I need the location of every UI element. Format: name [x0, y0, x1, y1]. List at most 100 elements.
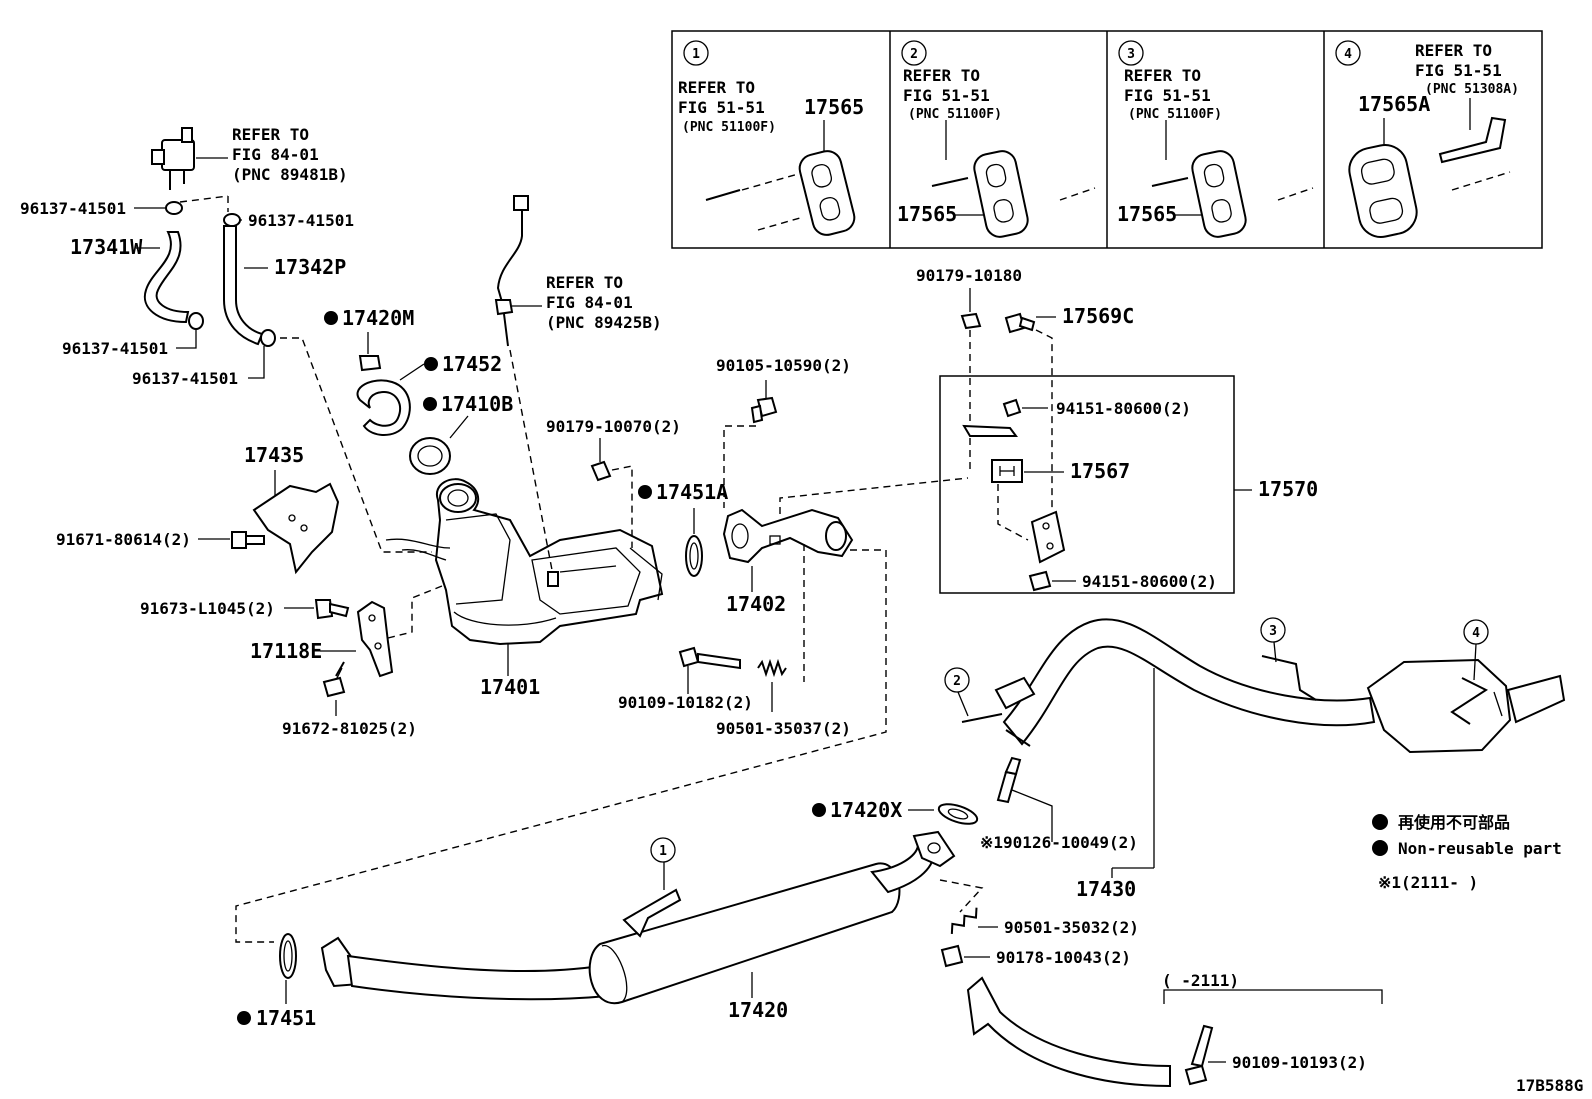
refer-fig-text: FIG 51-51 [1415, 61, 1502, 80]
catalytic-converter-17401 [434, 478, 664, 646]
gasket-17451a [685, 535, 703, 577]
sensor-connector [513, 195, 529, 211]
pipe-marker-1: 1 [659, 844, 667, 859]
nut-94151-a [1002, 398, 1022, 418]
inlet-pipe [346, 954, 610, 1001]
bolt-91671 [231, 531, 247, 549]
callout-number-circle [901, 40, 927, 66]
part-number-label: 17342P [274, 255, 346, 279]
part-number-label: 17451A [656, 480, 728, 504]
main-muffler-group: 17451 1 17420 90501-35032(2) 90178-10043… [237, 830, 1383, 1088]
part-number-label: 17565 [804, 95, 864, 119]
rubber-hanger [798, 150, 856, 236]
rubber-hanger [1191, 150, 1247, 238]
part-number-label: 91673-L1045(2) [140, 599, 275, 618]
part-number-label: 94151-80600(2) [1056, 399, 1191, 418]
bracket-17118e [356, 600, 394, 678]
refer-pnc-text: (PNC 51100F) [908, 107, 1002, 122]
non-reusable-dot [424, 357, 438, 371]
refer-pnc-text: (PNC 89425B) [546, 313, 662, 332]
legend: 再使用不可部品 Non-reusable part ※1(2111- ) [1372, 813, 1562, 892]
legend-en: Non-reusable part [1398, 839, 1562, 858]
refer-fig-text: FIG 51-51 [1124, 86, 1211, 105]
part-number-label: 17410B [441, 392, 513, 416]
refer-to-text: REFER TO [1415, 41, 1492, 60]
part-number-label: 91672-81025(2) [282, 719, 417, 738]
part-number-label: 17430 [1076, 877, 1136, 901]
tail-pipe-17430 [1002, 618, 1376, 746]
clamp-17452 [356, 379, 411, 436]
heat-shield-17435 [252, 482, 340, 575]
callout-number: 2 [910, 47, 918, 62]
non-reusable-dot [423, 397, 437, 411]
callout-number-circle [1335, 40, 1361, 66]
catalytic-converter-group: 17401 [385, 478, 664, 699]
part-number-label: 96137-41501 [132, 369, 238, 388]
pipe-marker-4: 4 [1472, 626, 1480, 641]
refer-to-text: REFER TO [1124, 66, 1201, 85]
callout-number: 1 [692, 47, 700, 62]
part-number-label: 90501-35032(2) [1004, 918, 1139, 937]
part-number-label: 90179-10180 [916, 266, 1022, 285]
part-number-label: 90109-10193(2) [1232, 1053, 1367, 1072]
callout-panel: 1 REFER TO FIG 51-51 (PNC 51100F) 17565 … [671, 30, 1543, 249]
nut-90178 [940, 944, 964, 968]
part-number-label: 94151-80600(2) [1082, 572, 1217, 591]
gasket-17410b [409, 437, 451, 475]
front-pipe-group: 90105-10590(2) 17402 [235, 356, 969, 943]
part-number-label: 17452 [442, 352, 502, 376]
part-number-label: 17435 [244, 443, 304, 467]
range-label: ( -2111) [1162, 971, 1239, 990]
refer-pnc-text: (PNC 51308A) [1425, 82, 1519, 97]
spring-90501-35032 [950, 907, 978, 934]
stud-bolt-90126 [996, 770, 1018, 804]
legend-dot [1372, 840, 1388, 856]
refer-fig-text: FIG 51-51 [903, 86, 990, 105]
hose-clip [260, 329, 276, 347]
refer-to-text: REFER TO [232, 125, 309, 144]
gasket-17451 [279, 933, 297, 979]
hose-clip [223, 213, 241, 227]
legend-note: ※1(2111- ) [1378, 873, 1478, 892]
direction-arrow [966, 976, 1171, 1088]
pressure-sensor-group: REFER TO FIG 84-01 (PNC 89481B) 96137-41… [20, 125, 432, 553]
heat-shield-group: 17435 91671-80614(2) [56, 443, 340, 575]
refer-fig-text: FIG 84-01 [546, 293, 633, 312]
legend-dot [1372, 814, 1388, 830]
callout-number-circle [683, 40, 709, 66]
part-number-label: 17569C [1062, 304, 1134, 328]
bolt-90109-10182 [678, 646, 700, 668]
part-number-label: 17118E [250, 639, 322, 663]
part-number-label: 90105-10590(2) [716, 356, 851, 375]
callout-4: 4 REFER TO FIG 51-51 (PNC 51308A) 17565A [1335, 40, 1519, 238]
part-number-label: 17565 [897, 202, 957, 226]
bracket-plate [1030, 510, 1066, 564]
part-number-label: 17402 [726, 592, 786, 616]
rear-muffler [1366, 658, 1512, 754]
part-number-label: 17420M [342, 306, 414, 330]
part-number-label: 17567 [1070, 459, 1130, 483]
muffler-hanger [622, 888, 682, 938]
part-number-label: 90501-35037(2) [716, 719, 851, 738]
rear-gasket-group: 17420X ※190126-10049(2) [812, 756, 1138, 852]
part-number-label: 90179-10070(2) [546, 417, 681, 436]
part-number-label: 96137-41501 [62, 339, 168, 358]
hose-clip [188, 312, 204, 330]
front-flange-group: 90179-10070(2) 17451A [546, 417, 728, 577]
rubber-hanger [973, 150, 1029, 238]
part-number-label: 91671-80614(2) [56, 530, 191, 549]
pressure-sensor [151, 127, 195, 190]
part-number-label: 17565A [1358, 92, 1430, 116]
hanger-bracket-group: 90179-10180 17569C 17570 94151-80600(2) … [916, 266, 1318, 594]
spring-bolt-group: 90109-10182(2) 90501-35037(2) [618, 646, 851, 738]
part-number-label: 17420X [830, 798, 902, 822]
part-number-label: 17451 [256, 1006, 316, 1030]
tail-pipe-group: 17430 2 3 4 [944, 617, 1566, 901]
callout-number: 3 [1127, 47, 1135, 62]
refer-to-text: REFER TO [678, 78, 755, 97]
spring-90501-35037 [757, 658, 787, 678]
bolt-91673 [314, 599, 334, 620]
figure-code: 17B588G [1516, 1076, 1583, 1095]
legend-jp: 再使用不可部品 [1398, 813, 1510, 832]
